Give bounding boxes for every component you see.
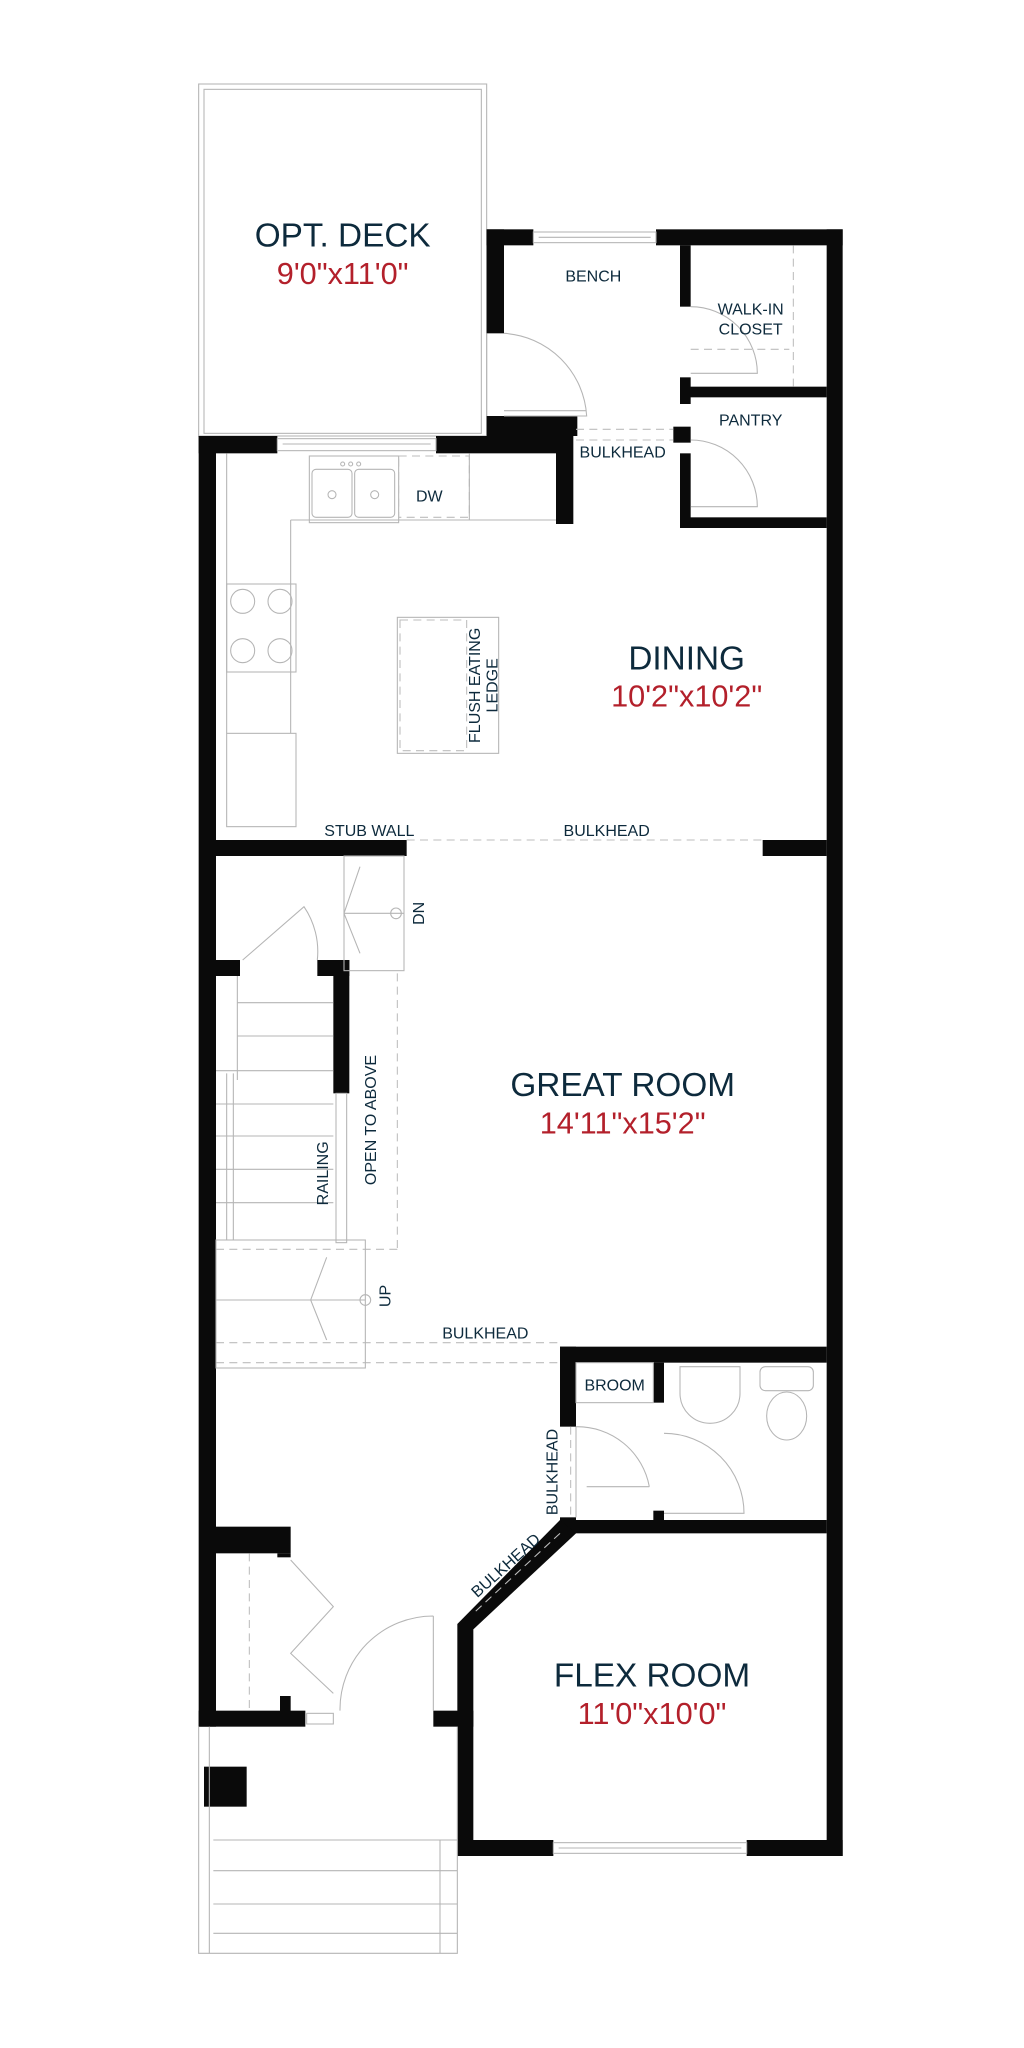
broom-closet-label: BROOM xyxy=(584,1378,644,1395)
flush-eating-ledge-label-2: LEDGE xyxy=(484,658,501,712)
bulkhead-label: BULKHEAD xyxy=(544,1429,561,1515)
pantry-label: PANTRY xyxy=(719,412,783,429)
stairs-up-label: UP xyxy=(378,1285,395,1307)
dining-name: DINING xyxy=(628,640,745,677)
flush-eating-ledge-label: FLUSH EATING xyxy=(467,628,484,743)
bulkhead-label: BULKHEAD xyxy=(442,1326,528,1343)
annotation-labels: BENCH WALK-IN CLOSET PANTRY BULKHEAD DW … xyxy=(315,268,784,1601)
dishwasher-label: DW xyxy=(416,488,444,505)
flex-room-size: 11'0"x10'0" xyxy=(578,1697,727,1731)
room-labels: OPT. DECK 9'0"x11'0" DINING 10'2"x10'2" … xyxy=(255,218,763,1731)
kitchen-fixtures xyxy=(226,453,556,828)
porch xyxy=(198,1726,458,1954)
windows xyxy=(276,231,748,1854)
bench-label: BENCH xyxy=(565,268,621,285)
dining-size: 10'2"x10'2" xyxy=(611,680,762,714)
bulkhead-label: BULKHEAD xyxy=(580,444,666,461)
bulkhead-label: BULKHEAD xyxy=(564,823,650,840)
stairs xyxy=(215,855,405,1369)
walk-in-closet-label-2: CLOSET xyxy=(719,322,783,339)
bulkhead-lines xyxy=(216,245,794,1614)
stub-wall-label: STUB WALL xyxy=(324,823,414,840)
doors xyxy=(242,306,758,1725)
deck-size: 9'0"x11'0" xyxy=(277,257,409,291)
open-to-above-label: OPEN TO ABOVE xyxy=(363,1055,380,1185)
walk-in-closet-label: WALK-IN xyxy=(718,302,784,319)
flex-room-name: FLEX ROOM xyxy=(554,1658,750,1695)
walls xyxy=(198,229,843,1856)
railing-label: RAILING xyxy=(315,1141,332,1205)
great-room-size: 14'11"x15'2" xyxy=(540,1106,706,1140)
great-room-name: GREAT ROOM xyxy=(510,1067,735,1104)
bathroom-fixtures xyxy=(575,1362,814,1441)
deck-name: OPT. DECK xyxy=(255,218,431,255)
stairs-down-label: DN xyxy=(411,902,428,925)
